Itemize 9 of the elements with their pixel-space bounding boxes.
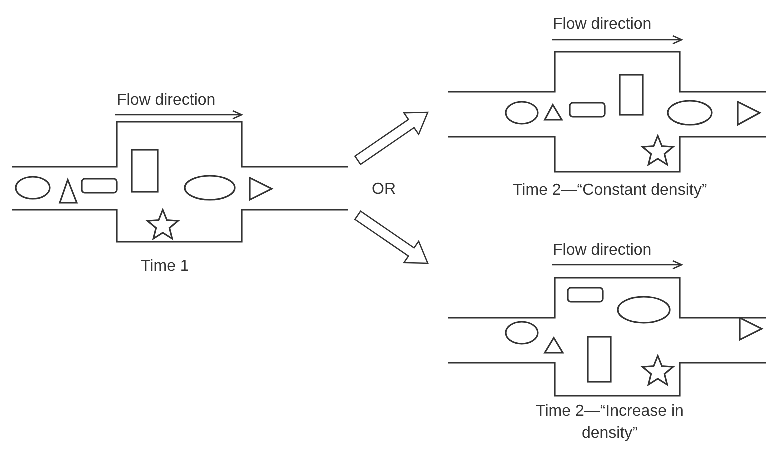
flow-label: Flow direction bbox=[553, 241, 652, 261]
time-label: Time 2—“Constant density” bbox=[513, 181, 708, 201]
time-label: Time 2—“Increase in density” bbox=[535, 402, 685, 444]
or-label: OR bbox=[372, 180, 396, 200]
flow-label: Flow direction bbox=[553, 15, 652, 35]
time-label: Time 1 bbox=[141, 257, 190, 277]
hollow-arrow bbox=[354, 112, 429, 166]
flow-label: Flow direction bbox=[117, 91, 216, 111]
hollow-arrow bbox=[354, 210, 429, 264]
